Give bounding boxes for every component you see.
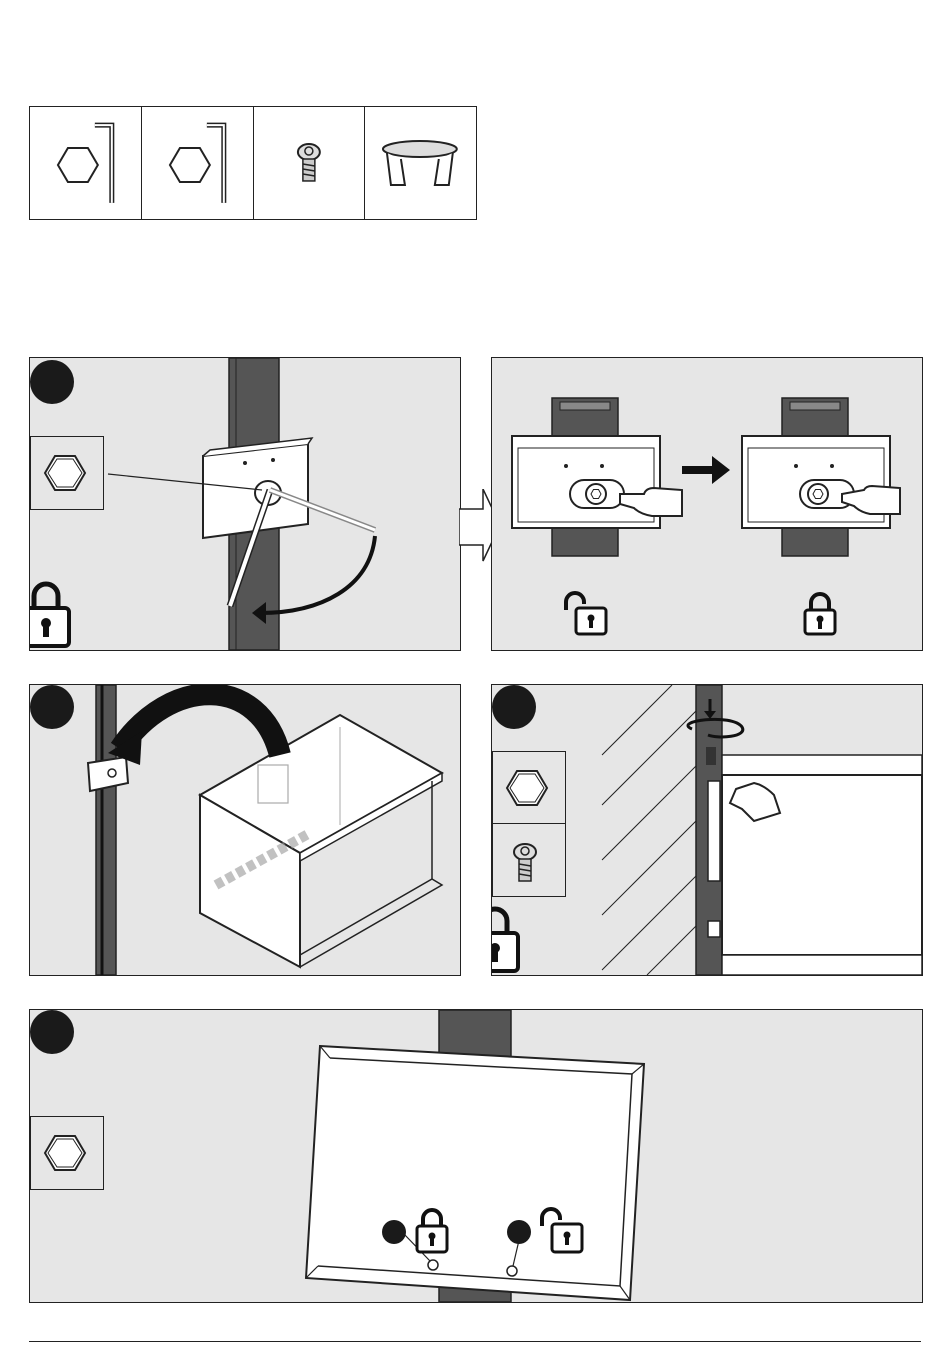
hex-tool-box bbox=[30, 436, 104, 510]
step-number-badge bbox=[30, 1010, 74, 1054]
lock-closed-icon bbox=[29, 576, 72, 650]
step-number-badge bbox=[30, 360, 74, 404]
hex-key-icon bbox=[30, 107, 141, 219]
lock-closed-icon bbox=[800, 590, 840, 638]
step-1-detail-panel bbox=[491, 357, 923, 651]
lock-open-icon bbox=[536, 1206, 588, 1256]
hex-key-icon bbox=[142, 107, 253, 219]
lock-closed-icon bbox=[412, 1206, 452, 1256]
step-4-panel bbox=[29, 1009, 923, 1303]
screw-icon bbox=[493, 824, 565, 896]
step-1-panel bbox=[29, 357, 461, 651]
hex-tool-icon bbox=[31, 437, 103, 509]
step-number-badge bbox=[492, 685, 536, 729]
step-2-panel bbox=[29, 684, 461, 976]
lock-open-icon bbox=[560, 590, 610, 638]
part-cover-cap bbox=[365, 107, 476, 219]
hex-tool-icon bbox=[31, 1117, 103, 1189]
hex-tool-box bbox=[492, 751, 566, 825]
step-number-badge bbox=[30, 685, 74, 729]
cover-cap-icon bbox=[365, 107, 476, 219]
screw-box bbox=[492, 823, 566, 897]
footer-rule bbox=[29, 1341, 921, 1342]
lock-closed-icon bbox=[491, 901, 522, 975]
hex-tool-icon bbox=[493, 752, 565, 824]
hex-tool-box bbox=[30, 1116, 104, 1190]
screw-icon bbox=[254, 107, 365, 219]
step-3-panel bbox=[491, 684, 923, 976]
part-screw bbox=[254, 107, 366, 219]
part-hex-key-2 bbox=[142, 107, 254, 219]
part-hex-key-1 bbox=[30, 107, 142, 219]
parts-strip bbox=[29, 106, 477, 220]
